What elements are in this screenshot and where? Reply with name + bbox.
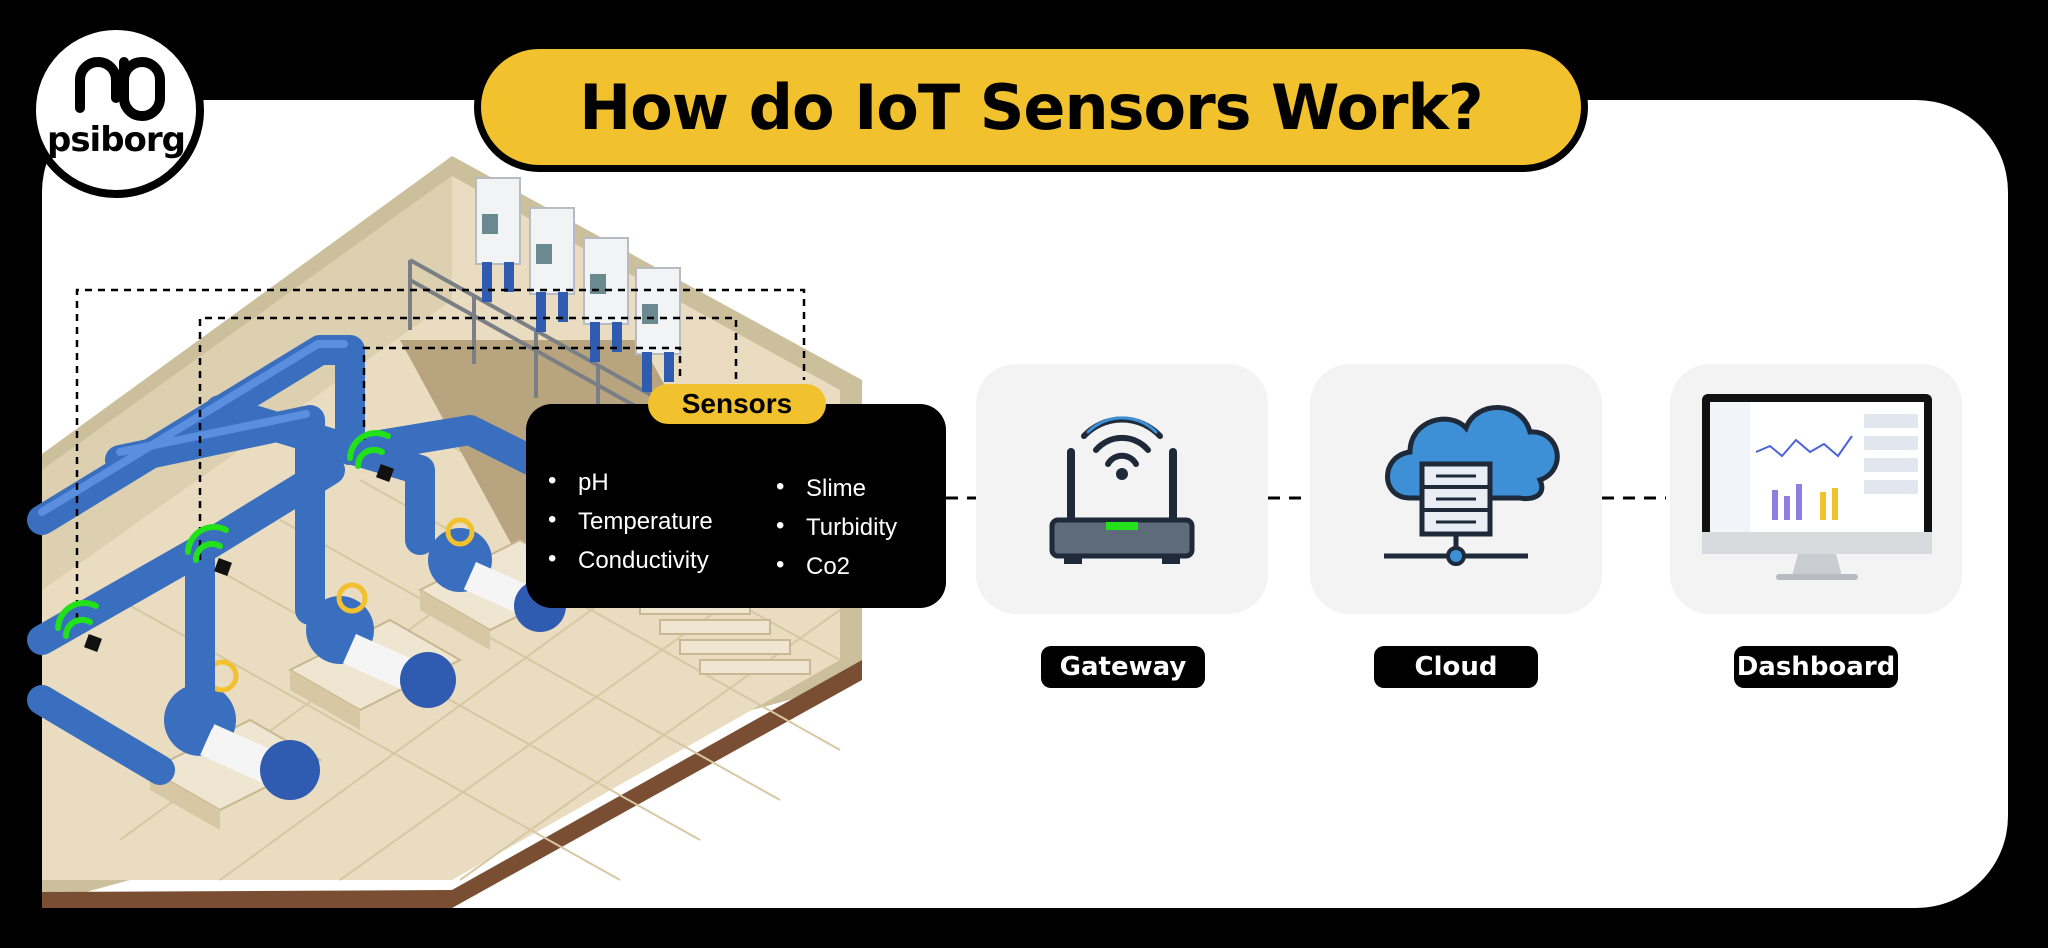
logo-wordmark: psiborg — [46, 120, 186, 160]
sensor-list-left: pH Temperature Conductivity — [548, 466, 713, 585]
sensor-item: Turbidity — [776, 511, 897, 552]
title-banner: How do IoT Sensors Work? — [474, 42, 1588, 172]
sensor-item: Slime — [776, 472, 897, 513]
gateway-tile — [976, 364, 1268, 614]
sensor-item: Co2 — [776, 550, 897, 591]
sensor-item: Conductivity — [548, 544, 713, 585]
logo-badge — [28, 22, 204, 198]
sensor-callout-title: Sensors — [648, 384, 826, 424]
gateway-label: Gateway — [1041, 646, 1205, 688]
cloud-label: Cloud — [1374, 646, 1538, 688]
dashboard-label: Dashboard — [1734, 646, 1898, 688]
sensor-item: pH — [548, 466, 713, 507]
sensor-item: Temperature — [548, 505, 713, 546]
page-title: How do IoT Sensors Work? — [579, 70, 1483, 144]
sensor-list-right: Slime Turbidity Co2 — [776, 472, 897, 591]
